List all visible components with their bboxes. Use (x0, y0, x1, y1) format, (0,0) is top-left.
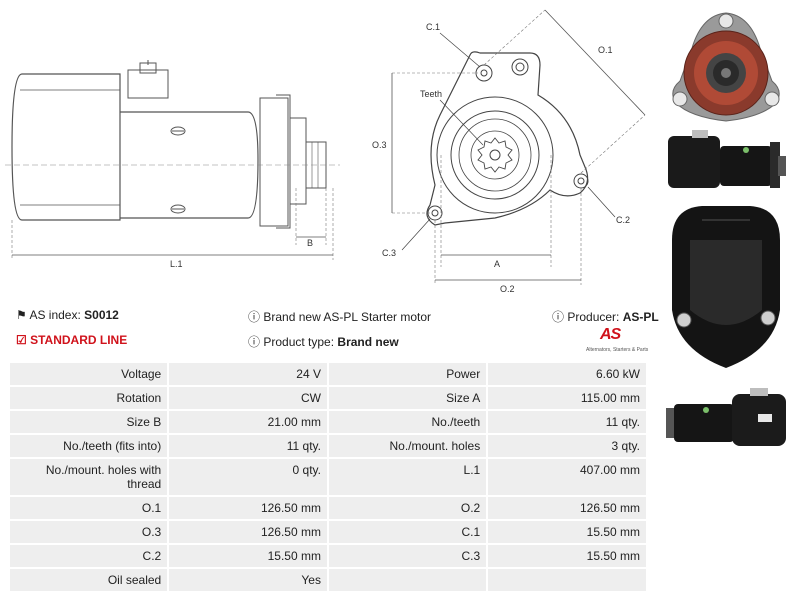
spec-value: 126.50 mm (169, 497, 327, 519)
producer-label: Producer: (567, 310, 620, 324)
c3-label: C.3 (382, 248, 396, 258)
producer-row: ⓘ Producer: AS-PL (552, 308, 659, 325)
spec-label: No./mount. holes with thread (10, 459, 168, 495)
o1-label: O.1 (598, 45, 613, 55)
product-photo-front (672, 12, 780, 122)
spec-label: C.1 (328, 521, 487, 543)
standard-line-label: STANDARD LINE (30, 333, 128, 347)
as-pl-logo: AS Alternators, Starters & Parts (586, 326, 649, 356)
logo-mark: AS (600, 326, 621, 343)
spec-value: 3 qty. (488, 435, 646, 457)
spec-value: CW (169, 387, 327, 409)
product-photo-angle (666, 388, 786, 446)
product-type-row: ⓘ Product type: Brand new (248, 333, 399, 350)
spec-label: O.2 (328, 497, 487, 519)
standard-line-row: ☑ STANDARD LINE (16, 333, 127, 347)
spec-value: 15.50 mm (169, 545, 327, 567)
info-icon: ⓘ (248, 310, 261, 324)
spec-label: Voltage (10, 363, 168, 385)
c1-label: C.1 (426, 22, 440, 32)
product-type-label: Product type: (263, 335, 335, 349)
description-row: ⓘ Brand new AS-PL Starter motor (248, 308, 431, 325)
product-photo-side (668, 130, 786, 188)
spec-label: Oil sealed (10, 569, 168, 591)
as-index-label: AS index: (29, 308, 81, 322)
spec-value: 6.60 kW (488, 363, 646, 385)
producer-value: AS-PL (622, 310, 659, 324)
product-photo-rear (672, 206, 780, 368)
spec-value: 407.00 mm (488, 459, 646, 495)
spec-value: 21.00 mm (169, 411, 327, 433)
spec-value: 126.50 mm (488, 497, 646, 519)
as-index-value: S0012 (84, 308, 119, 322)
tag-icon: ⚑ (16, 308, 27, 322)
spec-value: 0 qty. (169, 459, 327, 495)
logo-tagline: Alternators, Starters & Parts (586, 347, 649, 353)
length-l1-label: L.1 (170, 259, 183, 269)
spec-label: No./teeth (fits into) (10, 435, 168, 457)
spec-value: 11 qty. (169, 435, 327, 457)
spec-label: O.1 (10, 497, 168, 519)
spec-label: Size A (328, 387, 487, 409)
a-label: A (494, 259, 500, 269)
product-type-value: Brand new (337, 335, 399, 349)
spec-value: 11 qty. (488, 411, 646, 433)
spec-value: 15.50 mm (488, 545, 646, 567)
spec-label: O.3 (10, 521, 168, 543)
product-description: Brand new AS-PL Starter motor (263, 310, 431, 324)
o2-label: O.2 (500, 284, 515, 294)
spec-value: 115.00 mm (488, 387, 646, 409)
spec-value: Yes (169, 569, 327, 591)
spec-value: 24 V (169, 363, 327, 385)
spec-label: Size B (10, 411, 168, 433)
side-view-drawing: B L.1 (5, 60, 340, 269)
teeth-label: Teeth (420, 89, 442, 99)
as-index-row: ⚑ AS index: S0012 (16, 308, 119, 322)
spec-label: L.1 (328, 459, 487, 495)
spec-value: 15.50 mm (488, 521, 646, 543)
spec-label: Rotation (10, 387, 168, 409)
c2-label: C.2 (616, 215, 630, 225)
spec-label: C.2 (10, 545, 168, 567)
spec-row: No./teeth (fits into)11 qty.No./mount. h… (10, 435, 646, 457)
spec-label: No./teeth (328, 411, 487, 433)
size-b-label: B (307, 238, 313, 248)
o3-label: O.3 (372, 140, 387, 150)
info-icon: ⓘ (248, 335, 261, 349)
spec-value (488, 569, 646, 591)
front-view-drawing: Teeth C.1 C.2 C.3 O.1 O.3 A O.2 (372, 9, 646, 294)
spec-label: Power (328, 363, 487, 385)
spec-label: C.3 (328, 545, 487, 567)
spec-value: 126.50 mm (169, 521, 327, 543)
info-icon: ⓘ (552, 310, 565, 324)
spec-label (328, 569, 487, 591)
checkmark-icon: ☑ (16, 333, 27, 347)
spec-label: No./mount. holes (328, 435, 487, 457)
